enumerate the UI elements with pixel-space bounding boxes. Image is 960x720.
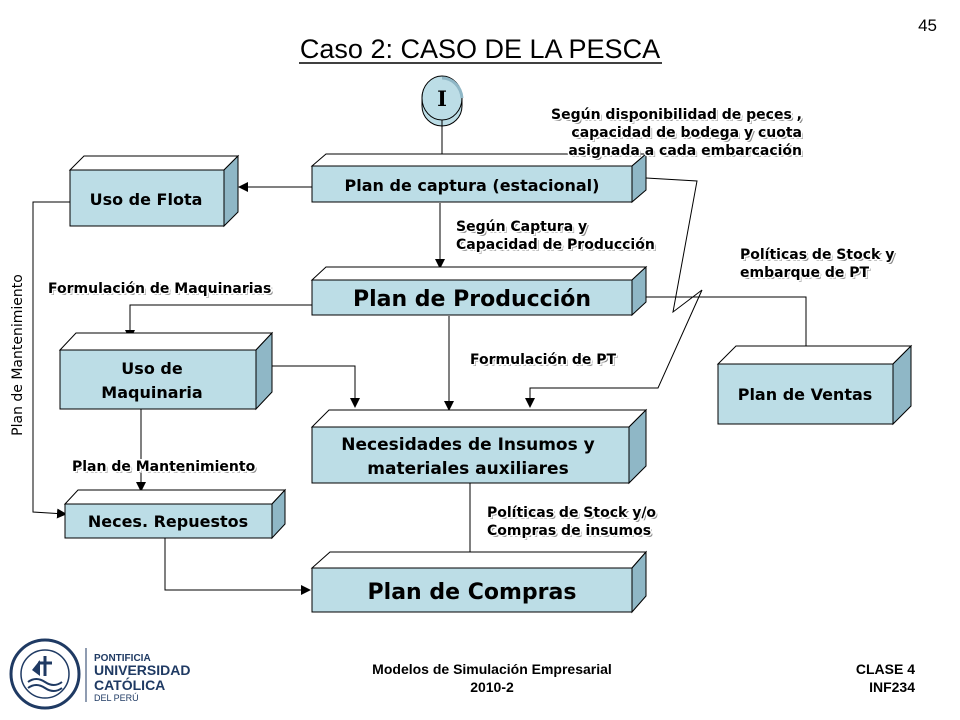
footer-class-2: INF234 (869, 679, 915, 695)
annotation-formulacion-pt: Formulación de PT Formulación de PT (469, 351, 619, 371)
annotation-politicas-pt-2-shadow: embarque de PT (742, 267, 871, 283)
annotation-formulacion-maquinarias: Formulación de Maquinarias Formulación d… (47, 280, 274, 300)
annotation-plan-mant-shadow: Plan de Mantenimiento (74, 461, 258, 477)
footer-class-1: CLASE 4 (856, 661, 915, 677)
box-necesidades-insumos: Necesidades de Insumos y materiales auxi… (310, 408, 648, 485)
annotation-politicas-pt-2: embarque de PT (740, 265, 869, 281)
annotation-segun-3-shadow: asignada a cada embarcación (570, 145, 804, 161)
box-uso-flota-label: Uso de Flota (90, 190, 203, 209)
box-plan-produccion-label: Plan de Producción (353, 287, 591, 312)
arrow-captura-to-insumos (525, 177, 703, 408)
logo-line-1: PONTIFICIA (94, 653, 151, 664)
arrow-flota-to-repuestos (32, 201, 70, 519)
university-logo: PONTIFICIA UNIVERSIDAD CATÓLICA DEL PERÚ (9, 638, 190, 710)
box-plan-produccion: Plan de Producción (310, 265, 648, 317)
box-uso-maquinaria-label-2: Maquinaria (101, 383, 202, 402)
start-node: I (421, 75, 464, 127)
annotation-captura-1: Según Captura y (456, 219, 587, 235)
box-plan-compras: Plan de Compras (310, 550, 648, 614)
annotation-politicas-pt-1-shadow: Políticas de Stock y (742, 249, 896, 265)
start-node-label: I (437, 86, 447, 111)
annotation-segun-1: Según disponibilidad de peces , (551, 107, 802, 123)
annotation-segun-disponibilidad: Según disponibilidad de peces , Según di… (550, 106, 804, 162)
logo-line-2: UNIVERSIDAD (94, 662, 190, 678)
box-plan-compras-label: Plan de Compras (368, 580, 577, 605)
annotation-politicas-pt: Políticas de Stock y Políticas de Stock … (739, 246, 897, 284)
box-uso-maquinaria-label-1: Uso de (121, 359, 183, 378)
annotation-politicas-comp-2: Compras de insumos (487, 523, 651, 539)
connectors (32, 120, 811, 595)
arrow-maquinaria-to-insumos (272, 365, 360, 408)
annotation-segun-captura: Según Captura y Según Captura y Capacida… (455, 218, 657, 256)
box-necesidades-insumos-label-1: Necesidades de Insumos y (341, 435, 594, 455)
annotation-politicas-comp-1-shadow: Políticas de Stock y/o (489, 507, 658, 523)
page-title: Caso 2: CASO DE LA PESCA (300, 34, 660, 64)
annotation-formulacion-maq: Formulación de Maquinarias (48, 281, 271, 297)
annotation-politicas-pt-1: Políticas de Stock y (740, 247, 894, 263)
annotation-captura-2-shadow: Capacidad de Producción (458, 239, 657, 255)
annotation-plan-mantenimiento: Plan de Mantenimiento Plan de Mantenimie… (71, 458, 258, 478)
arrow-repuestos-to-compras (164, 538, 311, 595)
box-uso-maquinaria: Uso de Maquinaria (58, 331, 274, 411)
arrow-produccion-to-maquinaria (125, 304, 312, 340)
box-uso-flota: Uso de Flota (68, 154, 240, 228)
annotation-formulacion-maq-shadow: Formulación de Maquinarias (50, 283, 273, 299)
box-plan-captura-label: Plan de captura (estacional) (345, 176, 600, 195)
annotation-formulacion-pt-shadow: Formulación de PT (472, 354, 619, 370)
box-plan-captura: Plan de captura (estacional) (310, 152, 648, 204)
box-neces-repuestos: Neces. Repuestos (63, 488, 287, 540)
annotation-segun-2: capacidad de bodega y cuota (571, 125, 802, 141)
annotation-politicas-comp-2-shadow: Compras de insumos (489, 525, 653, 541)
annotation-formulacion-pt: Formulación de PT (470, 352, 617, 368)
annotation-captura-1-shadow: Según Captura y (458, 221, 589, 237)
annotation-politicas-compras: Políticas de Stock y/o Políticas de Stoc… (486, 504, 659, 542)
box-plan-ventas-label: Plan de Ventas (738, 385, 873, 404)
footer-course-1: Modelos de Simulación Empresarial (372, 661, 612, 677)
annotation-plan-mantenimiento-vertical: Plan de Mantenimiento (10, 274, 26, 436)
logo-line-4: DEL PERÚ (94, 693, 139, 703)
logo-line-3: CATÓLICA (94, 676, 165, 693)
box-necesidades-insumos-label-2: materiales auxiliares (367, 459, 568, 479)
annotation-plan-mant: Plan de Mantenimiento (72, 459, 256, 475)
page-number: 45 (918, 16, 937, 35)
footer-course-2: 2010-2 (470, 679, 514, 695)
annotation-segun-3: asignada a cada embarcación (568, 143, 802, 159)
annotation-captura-2: Capacidad de Producción (456, 237, 655, 253)
arrow-produccion-to-ventas (646, 296, 811, 362)
annotation-politicas-comp-1: Políticas de Stock y/o (487, 505, 656, 521)
box-neces-repuestos-label: Neces. Repuestos (88, 512, 248, 531)
annotation-segun-2-shadow: capacidad de bodega y cuota (573, 127, 804, 143)
annotation-segun-1-shadow: Según disponibilidad de peces , (553, 109, 804, 125)
box-plan-ventas: Plan de Ventas (716, 344, 913, 426)
